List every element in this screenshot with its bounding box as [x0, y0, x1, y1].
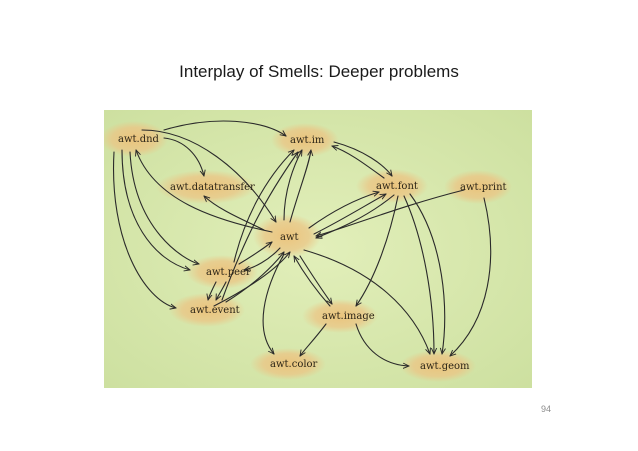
dependency-diagram: awt.dnd awt.im awt.datatransfer awt.font… — [100, 110, 532, 388]
node-awt-print[interactable]: awt.print — [460, 182, 507, 193]
slide-title: Interplay of Smells: Deeper problems — [179, 62, 459, 81]
dependency-edges — [112, 120, 492, 366]
node-awt-datatransfer[interactable]: awt.datatransfer — [170, 182, 255, 193]
node-awt-font[interactable]: awt.font — [376, 181, 418, 192]
node-labels: awt.dnd awt.im awt.datatransfer awt.font… — [118, 134, 507, 372]
page-number: 94 — [541, 404, 552, 414]
node-awt-im[interactable]: awt.im — [290, 135, 325, 146]
node-awt-geom[interactable]: awt.geom — [420, 361, 470, 372]
node-awt-dnd[interactable]: awt.dnd — [118, 134, 160, 145]
diagram-background — [104, 110, 532, 388]
node-awt-peer[interactable]: awt.peer — [206, 267, 251, 278]
node-awt[interactable]: awt — [280, 232, 299, 243]
node-awt-event[interactable]: awt.event — [190, 305, 240, 316]
node-awt-image[interactable]: awt.image — [322, 311, 375, 322]
node-awt-color[interactable]: awt.color — [270, 359, 318, 370]
